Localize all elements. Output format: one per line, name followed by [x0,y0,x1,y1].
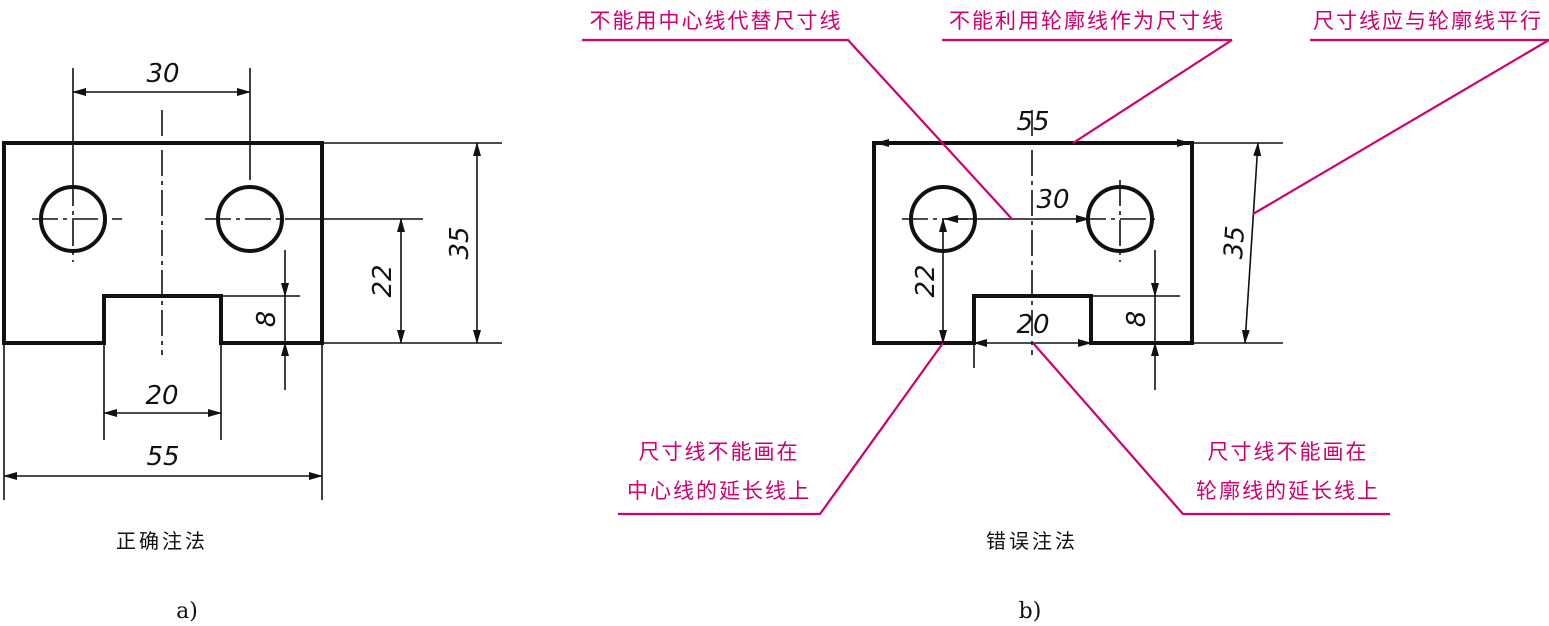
dim-35-b: 35 [1219,225,1251,260]
figure-a: 30 35 22 8 20 55 正确注法 a) [2,59,502,624]
caption-a: 正确注法 [116,529,208,553]
dimension-lines-b [875,139,1262,390]
dimension-lines-a [3,88,481,480]
dim-8-b: 8 [1122,311,1152,328]
dim-20-b: 20 [1016,310,1049,340]
note-contour-line: 不能利用轮廓线作为尺寸线 [949,9,1225,33]
note-contour-ext-line2: 轮廓线的延长线上 [1196,479,1380,503]
dim-55-b: 55 [1016,107,1049,137]
extension-lines-b [973,142,1283,368]
note-center-line: 不能用中心线代替尺寸线 [590,9,843,33]
note-parallel: 尺寸线应与轮廓线平行 [1313,9,1543,33]
annotation-leaders [582,38,1549,516]
extension-lines-a [3,68,502,500]
center-lines-a [32,110,300,355]
note-center-ext-line2: 中心线的延长线上 [627,479,811,503]
caption-b: 错误注法 [986,529,1078,553]
dim-20-a: 20 [145,381,178,411]
figure-b: 55 30 35 22 20 8 不能用中心线代替尺寸线 不能利用轮廓线作为尺寸… [582,9,1549,624]
dim-30-a: 30 [146,59,179,89]
dim-22-a: 22 [368,264,398,297]
dim-22-b: 22 [911,264,941,297]
dim-8-a: 8 [252,311,282,328]
sub-label-a: a) [176,599,198,624]
note-center-ext-line1: 尺寸线不能画在 [639,440,800,464]
dim-30-b: 30 [1036,185,1069,215]
dim-55-a: 55 [146,442,179,472]
sub-label-b: b) [1019,599,1042,624]
dim-35-a: 35 [445,226,475,259]
note-contour-ext-line1: 尺寸线不能画在 [1208,440,1369,464]
